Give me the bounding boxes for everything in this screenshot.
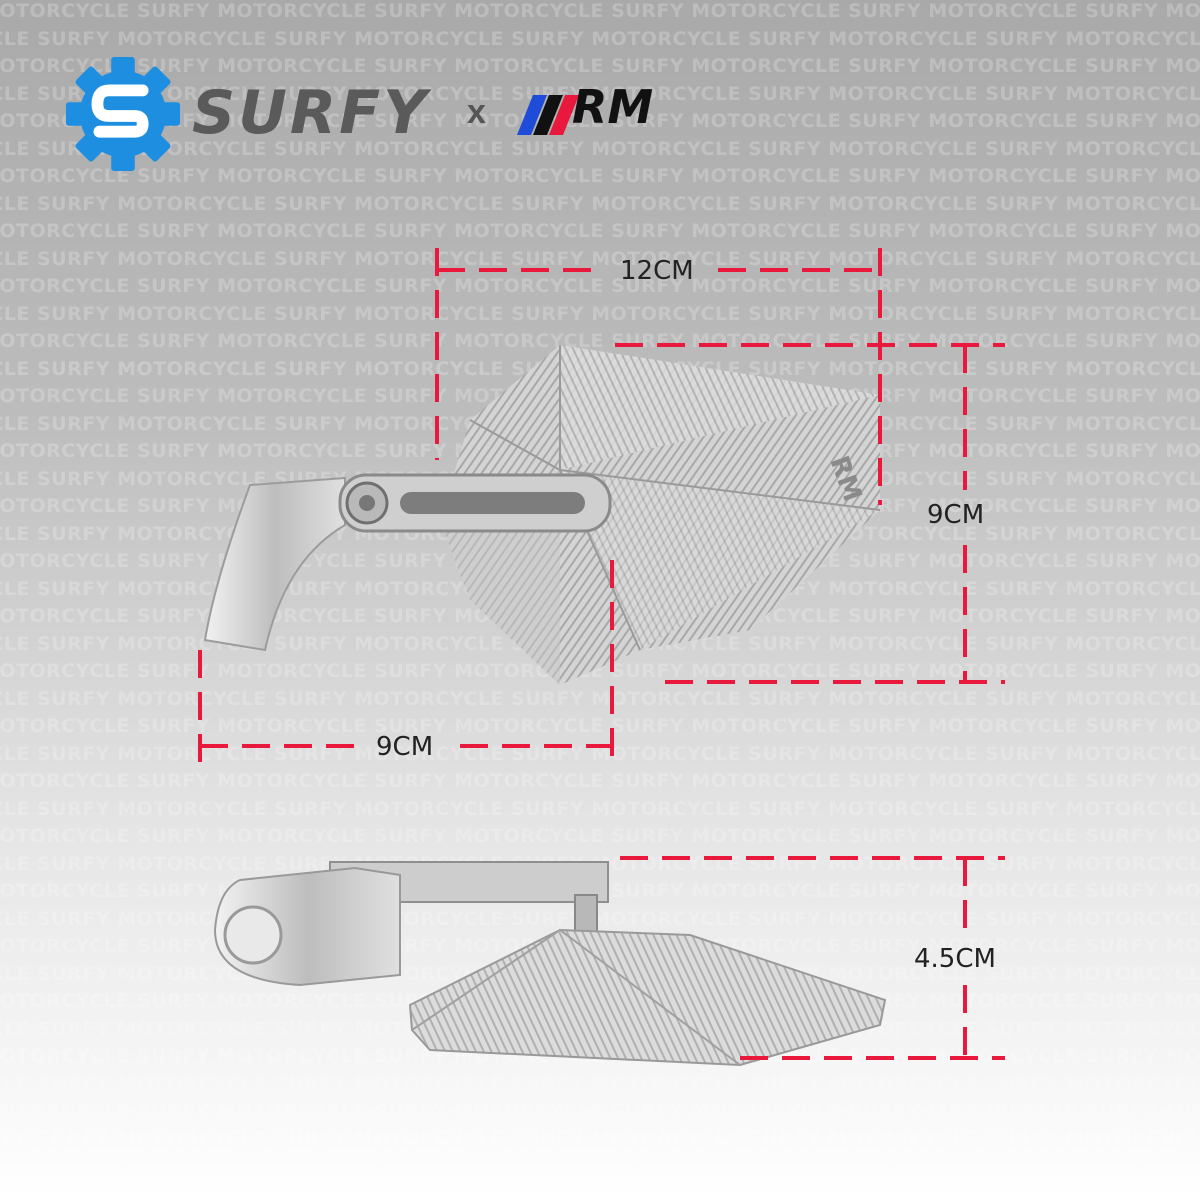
watermark-line: MOTORCYCLE SURFY MOTORCYCLE SURFY MOTORC… [0, 192, 1200, 215]
watermark-line: MOTORCYCLE SURFY MOTORCYCLE SURFY MOTORC… [0, 1182, 1200, 1200]
watermark-line: MOTORCYCLE SURFY MOTORCYCLE SURFY MOTORC… [0, 1100, 1200, 1122]
dim-label-side-height: 4.5CM [914, 944, 996, 974]
dim-label-top-width: 12CM [620, 256, 694, 286]
watermark-line: MOTORCYCLE SURFY MOTORCYCLE SURFY MOTORC… [0, 55, 1200, 77]
surfy-gear-icon [65, 56, 181, 172]
watermark-line: MOTORCYCLE SURFY MOTORCYCLE SURFY MOTORC… [0, 797, 1200, 820]
watermark-line: MOTORCYCLE SURFY MOTORCYCLE SURFY MOTORC… [0, 1127, 1200, 1150]
watermark-line: MOTORCYCLE SURFY MOTORCYCLE SURFY MOTORC… [0, 770, 1200, 792]
dim-label-bottom-width: 9CM [376, 732, 434, 762]
watermark-line: MOTORCYCLE SURFY MOTORCYCLE SURFY MOTORC… [0, 0, 1200, 22]
watermark-line: MOTORCYCLE SURFY MOTORCYCLE SURFY MOTORC… [0, 660, 1200, 682]
rm-wordmark: RM [572, 80, 654, 134]
brand-header: SURFY x RM [64, 50, 684, 175]
watermark-line: MOTORCYCLE SURFY MOTORCYCLE SURFY MOTORC… [0, 1072, 1200, 1095]
mirror-arm-front [203, 473, 612, 652]
watermark-line: MOTORCYCLE SURFY MOTORCYCLE SURFY MOTORC… [0, 275, 1200, 297]
watermark-line: MOTORCYCLE SURFY MOTORCYCLE SURFY MOTORC… [0, 825, 1200, 847]
dim-label-right-height: 9CM [927, 500, 985, 530]
watermark-line: MOTORCYCLE SURFY MOTORCYCLE SURFY MOTORC… [0, 302, 1200, 325]
watermark-line: MOTORCYCLE SURFY MOTORCYCLE SURFY MOTORC… [0, 110, 1200, 132]
watermark-line: MOTORCYCLE SURFY MOTORCYCLE SURFY MOTORC… [0, 82, 1200, 105]
watermark-line: MOTORCYCLE SURFY MOTORCYCLE SURFY MOTORC… [0, 27, 1200, 50]
watermark-line: MOTORCYCLE SURFY MOTORCYCLE SURFY MOTORC… [0, 247, 1200, 270]
surfy-wordmark: SURFY [192, 78, 430, 148]
brand-separator: x [467, 93, 486, 131]
watermark-line: MOTORCYCLE SURFY MOTORCYCLE SURFY MOTORC… [0, 330, 1200, 352]
watermark-line: MOTORCYCLE SURFY MOTORCYCLE SURFY MOTORC… [0, 1155, 1200, 1177]
mirror-side-view [213, 861, 887, 1067]
watermark-line: MOTORCYCLE SURFY MOTORCYCLE SURFY MOTORC… [0, 165, 1200, 187]
rm-stripes-icon [517, 95, 579, 135]
watermark-line: MOTORCYCLE SURFY MOTORCYCLE SURFY MOTORC… [0, 137, 1200, 160]
watermark-line: MOTORCYCLE SURFY MOTORCYCLE SURFY MOTORC… [0, 220, 1200, 242]
watermark-line: MOTORCYCLE SURFY MOTORCYCLE SURFY MOTORC… [0, 687, 1200, 710]
watermark-line: MOTORCYCLE SURFY MOTORCYCLE SURFY MOTORC… [0, 715, 1200, 737]
